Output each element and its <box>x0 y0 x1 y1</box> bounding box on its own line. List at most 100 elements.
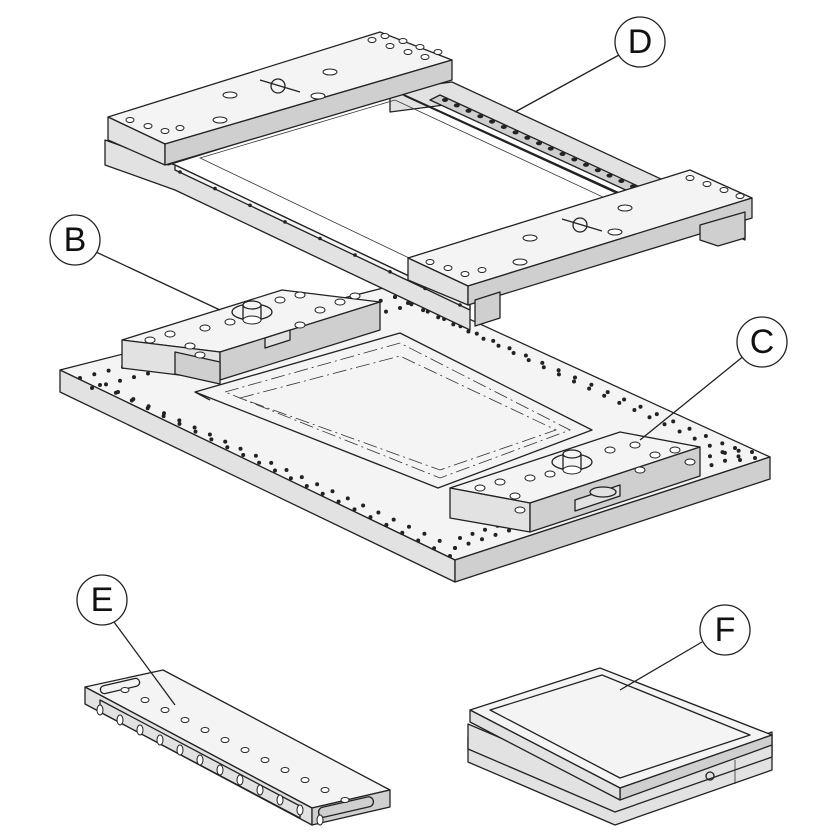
hole <box>260 757 270 763</box>
hole <box>684 458 696 466</box>
hole <box>448 554 452 558</box>
hole <box>177 418 182 423</box>
hole <box>236 774 244 786</box>
hole <box>707 443 712 448</box>
hole <box>160 707 170 713</box>
hole <box>622 397 627 402</box>
hole <box>671 419 676 424</box>
hole <box>735 193 745 199</box>
hole <box>78 376 82 380</box>
hole <box>125 117 135 123</box>
hole <box>540 360 545 365</box>
hole <box>617 204 633 212</box>
hole <box>407 524 411 529</box>
hole <box>494 478 506 486</box>
hole <box>269 460 274 465</box>
hole <box>400 530 405 535</box>
hole <box>416 538 421 543</box>
hole <box>160 128 170 134</box>
hole <box>177 421 182 426</box>
hole <box>330 489 335 494</box>
hole <box>274 296 286 304</box>
hole <box>136 724 144 736</box>
hole <box>489 119 495 124</box>
hole <box>573 375 577 380</box>
hole <box>184 342 196 350</box>
hole <box>474 484 486 492</box>
hole <box>200 727 210 733</box>
hole <box>294 321 306 329</box>
hole <box>544 470 556 478</box>
hole <box>196 754 204 766</box>
hole <box>442 98 448 102</box>
hole <box>178 170 182 174</box>
hole <box>199 324 211 332</box>
callout-b: B <box>49 214 221 311</box>
hole <box>300 777 310 783</box>
callout-d: D <box>514 16 666 113</box>
hole <box>213 186 217 191</box>
hole <box>702 181 712 187</box>
hole <box>212 116 228 124</box>
hole <box>458 303 462 307</box>
callout-f-label: F <box>715 611 736 649</box>
hole <box>509 492 521 500</box>
callout-b-label: B <box>64 221 87 259</box>
hole <box>425 259 435 265</box>
hole <box>296 804 304 816</box>
hole <box>398 38 408 44</box>
hole <box>583 162 589 167</box>
callout-c-circle <box>736 316 788 368</box>
hole <box>304 484 309 488</box>
hole <box>692 436 697 441</box>
hole <box>654 412 659 417</box>
clamp-module-b <box>121 289 381 385</box>
hole <box>403 49 413 55</box>
hole <box>422 531 427 536</box>
hole <box>144 336 156 344</box>
hole <box>193 429 198 434</box>
hole <box>132 375 136 380</box>
hole <box>310 92 326 100</box>
hole <box>604 446 616 454</box>
hole <box>393 295 397 299</box>
hole <box>216 764 224 776</box>
perforated-bar-e <box>84 669 391 826</box>
hole <box>294 291 306 299</box>
hole <box>677 429 682 434</box>
hole <box>222 91 238 99</box>
hole <box>352 507 357 512</box>
hole <box>113 390 118 395</box>
hole <box>477 267 487 273</box>
callout-f: F <box>619 604 751 691</box>
hole <box>723 458 727 463</box>
hole <box>209 437 214 442</box>
hole <box>223 439 228 444</box>
hole <box>192 425 197 430</box>
hole <box>753 456 757 460</box>
hole <box>605 390 610 395</box>
hole <box>225 445 230 450</box>
frame-d <box>104 31 753 331</box>
hole <box>556 368 561 373</box>
hole <box>273 468 277 473</box>
hole <box>465 108 472 113</box>
hole <box>477 114 484 119</box>
hole <box>589 382 594 387</box>
hole <box>512 130 519 135</box>
hole <box>398 306 402 310</box>
clamp-module-c <box>449 431 701 533</box>
hole <box>322 68 338 76</box>
hole <box>118 378 122 383</box>
hole <box>687 426 692 431</box>
hole <box>353 253 357 257</box>
hole <box>720 450 725 455</box>
callout-d-circle <box>614 16 666 68</box>
hole <box>106 368 111 373</box>
hole <box>526 358 531 363</box>
hole <box>336 499 341 504</box>
hole <box>384 309 388 314</box>
hole <box>507 528 511 533</box>
hole <box>480 537 484 542</box>
hole <box>238 446 243 451</box>
